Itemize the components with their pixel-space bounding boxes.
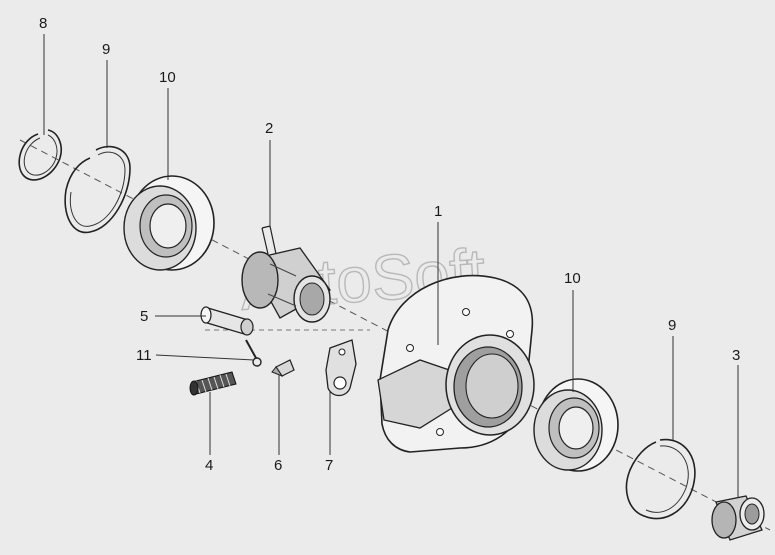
- plunger-part-6: [271, 359, 295, 378]
- callout-8: 8: [39, 15, 47, 32]
- bushing-part-2: [241, 225, 331, 323]
- callout-1: 1: [434, 203, 442, 220]
- callout-2: 2: [265, 120, 273, 137]
- circlip-part-9-right: [625, 438, 696, 520]
- callout-5: 5: [140, 308, 148, 325]
- callout-4: 4: [205, 457, 213, 474]
- callout-7: 7: [325, 457, 333, 474]
- housing-part-1: [377, 274, 535, 453]
- pin-part-5: [200, 306, 254, 336]
- lever-part-7: [325, 339, 357, 397]
- callout-3: 3: [732, 347, 740, 364]
- retaining-ring-part-8: [18, 129, 63, 181]
- callout-9-right: 9: [668, 317, 676, 334]
- callout-10-right: 10: [564, 270, 581, 287]
- leader-lines: [43, 34, 739, 498]
- callout-10-top: 10: [159, 69, 176, 86]
- callout-11: 11: [136, 347, 152, 364]
- spring-part-4: [189, 371, 237, 396]
- ball-bearing-part-10-top: [123, 175, 215, 271]
- callout-9-top: 9: [102, 41, 110, 58]
- circlip-part-9-top: [64, 145, 131, 234]
- cotter-pin-part-11: [245, 339, 262, 367]
- ball-bearing-part-10-right: [533, 378, 619, 472]
- callout-6: 6: [274, 457, 282, 474]
- cap-part-3: [711, 495, 765, 541]
